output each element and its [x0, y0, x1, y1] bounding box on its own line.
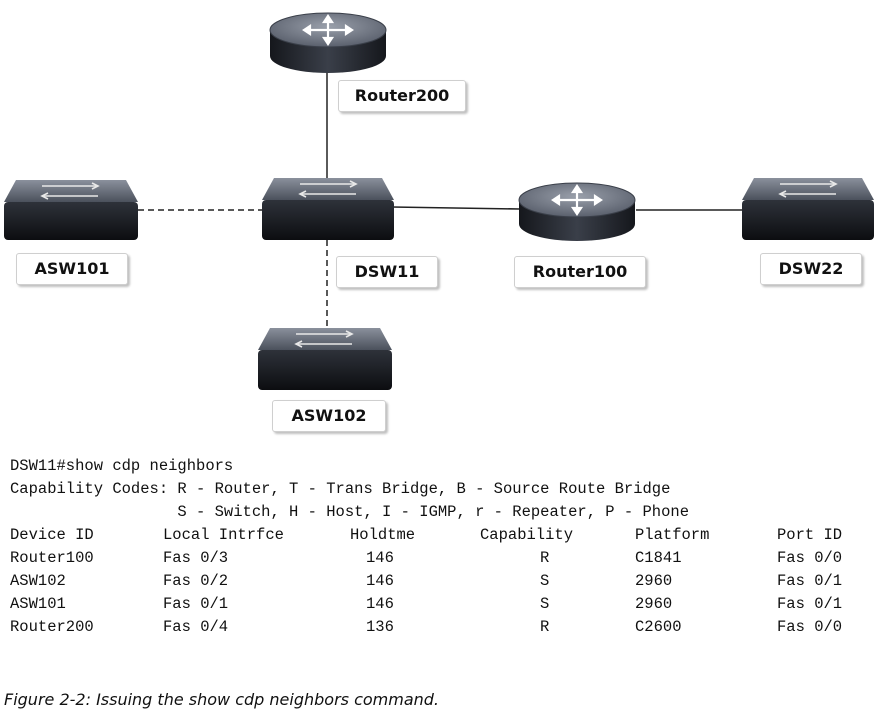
cell-capability: R — [540, 549, 550, 567]
cdp-table-row: ASW101 Fas 0/1 146 S 2960 Fas 0/1 — [10, 593, 842, 616]
cell-local-intrfce: Fas 0/4 — [163, 618, 229, 636]
router200-icon — [269, 12, 387, 73]
cdp-table-row: ASW102 Fas 0/2 146 S 2960 Fas 0/1 — [10, 570, 842, 593]
cell-port-id: Fas 0/1 — [777, 595, 843, 613]
cli-command: DSW11#show cdp neighbors — [10, 457, 234, 475]
link-dsw11-router100 — [391, 206, 521, 210]
cell-local-intrfce: Fas 0/1 — [163, 595, 229, 613]
dsw22-label: DSW22 — [760, 253, 862, 285]
router200-label: Router200 — [338, 80, 466, 112]
figure-caption: Figure 2-2: Issuing the show cdp neighbo… — [4, 690, 440, 709]
cell-capability: R — [540, 618, 550, 636]
dsw22-switch-icon — [742, 178, 874, 240]
cell-device-id: Router100 — [10, 549, 94, 567]
cell-local-intrfce: Fas 0/2 — [163, 572, 229, 590]
cell-platform: C1841 — [635, 549, 682, 567]
cdp-table-row: Router100 Fas 0/3 146 R C1841 Fas 0/0 — [10, 547, 842, 570]
cell-port-id: Fas 0/0 — [777, 549, 843, 567]
cell-capability: S — [540, 572, 550, 590]
router100-label: Router100 — [514, 256, 646, 288]
header-platform: Platform — [635, 526, 710, 544]
cell-holdtme: 146 — [366, 549, 394, 567]
cell-port-id: Fas 0/0 — [777, 618, 843, 636]
cell-device-id: ASW102 — [10, 572, 66, 590]
header-port-id: Port ID — [777, 526, 843, 544]
asw101-label: ASW101 — [16, 253, 128, 285]
cell-platform: 2960 — [635, 572, 673, 590]
cell-platform: C2600 — [635, 618, 682, 636]
cell-holdtme: 146 — [366, 595, 394, 613]
cell-device-id: Router200 — [10, 618, 94, 636]
cell-holdtme: 146 — [366, 572, 394, 590]
cdp-table-header: Device ID Local Intrfce Holdtme Capabili… — [10, 524, 842, 547]
dsw11-label: DSW11 — [336, 256, 438, 288]
header-local-intrfce: Local Intrfce — [163, 526, 284, 544]
cell-device-id: ASW101 — [10, 595, 66, 613]
cell-platform: 2960 — [635, 595, 673, 613]
asw101-switch-icon — [4, 180, 138, 240]
cell-holdtme: 136 — [366, 618, 394, 636]
network-topology-diagram — [4, 12, 874, 390]
header-device-id: Device ID — [10, 526, 94, 544]
cell-port-id: Fas 0/1 — [777, 572, 843, 590]
capability-codes-line-2: S - Switch, H - Host, I - IGMP, r - Repe… — [10, 503, 690, 521]
dsw11-switch-icon — [262, 178, 394, 240]
capability-codes-line-1: Capability Codes: R - Router, T - Trans … — [10, 480, 671, 498]
cli-output: DSW11#show cdp neighbors Capability Code… — [10, 455, 842, 639]
asw102-label: ASW102 — [272, 400, 386, 432]
cell-capability: S — [540, 595, 550, 613]
cell-local-intrfce: Fas 0/3 — [163, 549, 229, 567]
cdp-table-row: Router200 Fas 0/4 136 R C2600 Fas 0/0 — [10, 616, 842, 639]
header-holdtme: Holdtme — [350, 526, 416, 544]
router100-icon — [518, 182, 636, 241]
header-capability: Capability — [480, 526, 574, 544]
asw102-switch-icon — [258, 328, 392, 390]
